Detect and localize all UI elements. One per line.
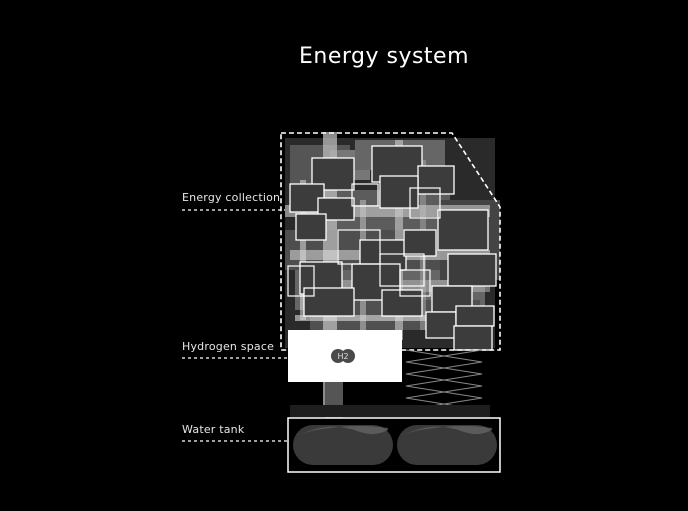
tank-base bbox=[290, 405, 490, 417]
label-water-tank: Water tank bbox=[182, 423, 245, 436]
energy-collection-boundary bbox=[280, 132, 501, 351]
leader-lines bbox=[182, 209, 305, 442]
energy-collection-panels bbox=[285, 132, 500, 412]
water-tank-icon bbox=[293, 425, 497, 465]
hydrogen-symbol: H2 bbox=[337, 352, 348, 361]
diagram-title: Energy system bbox=[298, 44, 470, 69]
label-energy-collection: Energy collection bbox=[182, 191, 281, 204]
label-hydrogen-space: Hydrogen space bbox=[182, 340, 275, 353]
hydrogen-molecule-icon bbox=[331, 349, 355, 363]
zigzag-bracing bbox=[405, 349, 483, 411]
